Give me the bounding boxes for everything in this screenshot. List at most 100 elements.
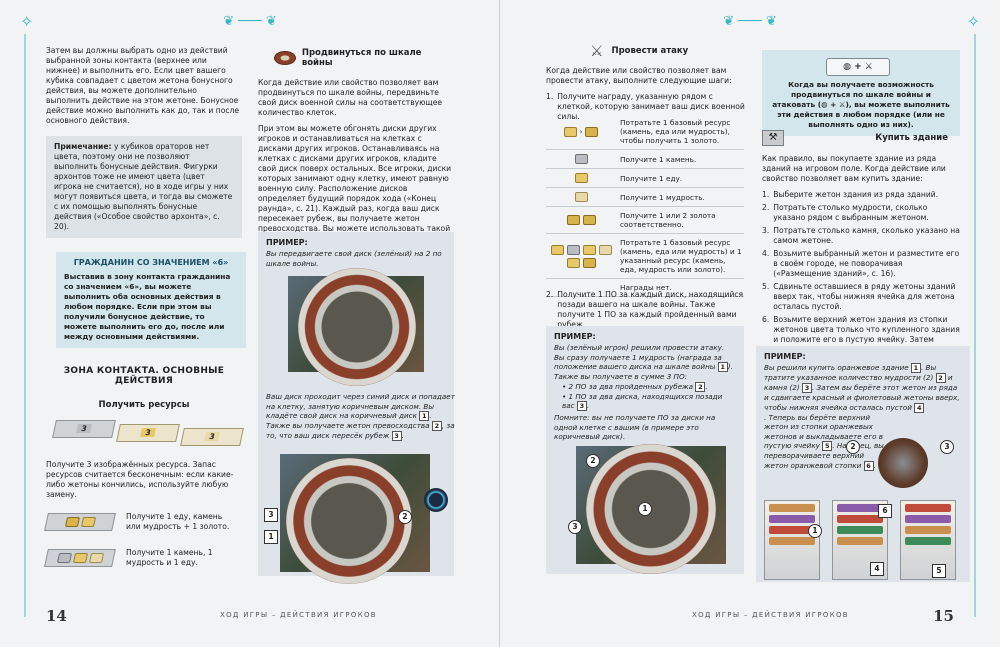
war-disc-icon [274, 51, 296, 65]
marker-1: 1 [264, 530, 278, 544]
rewards-table: ›Потратьте 1 базовый ресурс (камень, еда… [546, 114, 744, 297]
marker-2: 2 [586, 454, 600, 468]
combo-icon: ◍ + ⚔ [826, 58, 890, 76]
attack-title: Провести атаку [611, 46, 689, 56]
superiority-token-icon [424, 488, 448, 512]
intro-text: Затем вы должны выбрать одно из действий… [46, 46, 240, 125]
citizen-box: ГРАЖДАНИН СО ЗНАЧЕНИЕМ «6» Выставив в зо… [56, 252, 246, 348]
gold-icon [64, 517, 80, 527]
reward-row: Потратьте 1 базовый ресурс (камень, еда … [546, 234, 744, 279]
food-icon [574, 173, 588, 183]
build-title: Купить здание [875, 133, 948, 143]
marker-3: 3 [264, 508, 278, 522]
reward-row: Получите 1 камень. [546, 150, 744, 169]
edge-line [24, 34, 26, 617]
build-example-box: ПРИМЕР: Вы решили купить оранжевое здани… [756, 346, 970, 582]
attack-example-bullet-2: • 1 ПО за два диска, находящихся позади … [562, 391, 723, 411]
page-footer: ХОД ИГРЫ – ДЕЙСТВИЯ ИГРОКОВ [692, 611, 849, 619]
get-resources-title: Получить ресурсы [98, 400, 190, 410]
resource-tokens-row: 3 3 3 [52, 420, 244, 446]
build-steps: 1.Выберите жетон здания из ряда зданий. … [762, 190, 960, 364]
left-page: ❦ ─── ❦ ✧ Затем вы должны выбрать одно и… [0, 0, 500, 647]
right-page: ❦ ─── ❦ ✧ ⚔ Провести атаку Когда действи… [500, 0, 1000, 647]
attack-step-1: 1. Получите награду, указанную рядом с к… [546, 92, 745, 121]
option-1-text: Получите 1 еду, камень или мудрость + 1 … [126, 512, 230, 531]
reward-row: Получите 1 или 2 золота соответственно. [546, 207, 744, 234]
war-example-text-2: Ваш диск проходит через синий диск и поп… [266, 392, 455, 441]
left-column: Затем вы должны выбрать одно из действий… [44, 46, 246, 568]
war-title: Продвинуться по шкале войны [301, 48, 422, 68]
zone-title: ЗОНА КОНТАКТА. ОСНОВНЫЕ ДЕЙСТВИЯ [63, 366, 225, 386]
attack-intro: Когда действие или свойство позволяет ва… [546, 66, 732, 85]
stone-icon [574, 154, 588, 164]
marker-4: 4 [870, 562, 884, 576]
option-2-text: Получите 1 камень, 1 мудрость и 1 еду. [126, 548, 213, 567]
food-icon [80, 517, 96, 527]
food-icon [72, 553, 88, 563]
gold-icon [566, 215, 580, 225]
reward-row: ›Потратьте 1 базовый ресурс (камень, еда… [546, 114, 744, 150]
attack-example-text: Вы (зелёный игрок) решили провести атаку… [554, 343, 733, 381]
attack-step-1-text: Получите награду, указанную рядом с клет… [557, 92, 745, 121]
resource-token: 3 [116, 424, 180, 442]
combo-box: ◍ + ⚔ Когда вы получаете возможность про… [762, 50, 960, 136]
stone-icon [56, 553, 72, 563]
war-example-box: ПРИМЕР: Вы передвигаете свой диск (зелён… [258, 232, 455, 584]
marker-5: 5 [932, 564, 946, 578]
option-1-token [44, 513, 116, 531]
page-number: 15 [933, 607, 954, 625]
attack-column: ⚔ Провести атаку Когда действие или свой… [546, 42, 746, 122]
reward-row: Получите 1 еду. [546, 169, 744, 188]
build-example-title: ПРИМЕР: [764, 352, 806, 361]
war-track-board-2 [286, 458, 412, 584]
marker-2: 2 [846, 440, 860, 454]
attack-header: ⚔ Провести атаку [590, 42, 746, 60]
basic-resource-icon [563, 126, 577, 137]
build-example-text-a: Вы решили купить оранжевое здание 1. Вы … [764, 363, 960, 413]
corner-ornament-icon: ✧ [20, 12, 34, 31]
option-2-token [44, 549, 116, 567]
citizen-title: ГРАЖДАНИН СО ЗНАЧЕНИЕМ «6» [73, 258, 229, 267]
edge-line [974, 34, 976, 617]
wisdom-icon [574, 192, 588, 202]
citizen-text: Выставив в зону контакта гражданина со з… [64, 272, 231, 341]
attack-step-2-text: Получите 1 ПО за каждый диск, находящийс… [557, 290, 744, 329]
resources-text: Получите 3 изображённых ресурса. Запас р… [46, 460, 234, 499]
build-example-text-b: . Теперь вы берёте верхний жетон из стоп… [764, 412, 884, 471]
attack-step-2: 2.Получите 1 ПО за каждый диск, находящи… [546, 290, 744, 329]
ornament-icon: ❦ ─── ❦ [723, 14, 777, 29]
ornament-icon: ❦ ─── ❦ [223, 14, 277, 29]
building-zoom-icon [878, 438, 928, 488]
corner-ornament-icon: ✧ [966, 12, 980, 31]
gold-icon [585, 126, 599, 137]
build-intro: Как правило, вы покупаете здание из ряда… [762, 154, 946, 183]
war-text-1: Когда действие или свойство позволяет ва… [258, 78, 443, 117]
marker-1: 1 [808, 524, 822, 538]
building-stack-3 [900, 500, 956, 580]
crossed-swords-icon: ⚔ [590, 42, 604, 60]
build-header: ⚒ Купить здание [762, 130, 960, 146]
attack-example-box: ПРИМЕР: Вы (зелёный игрок) решили провес… [546, 326, 744, 574]
marker-2: 2 [398, 510, 412, 524]
hammer-icon: ⚒ [762, 130, 784, 146]
note-text: у кубиков ораторов нет цвета, поэтому он… [54, 142, 233, 231]
reward-row: Получите 1 мудрость. [546, 188, 744, 207]
marker-6: 6 [878, 504, 892, 518]
marker-1: 1 [638, 502, 652, 516]
page-number: 14 [46, 607, 67, 625]
attack-example-title: ПРИМЕР: [554, 332, 596, 341]
note-label: Примечание: [54, 142, 112, 151]
resource-token: 3 [52, 420, 116, 438]
marker-3: 3 [940, 440, 954, 454]
attack-example-note: Помните: вы не получаете ПО за диски на … [554, 413, 716, 441]
attack-example-bullet-1: • 2 ПО за два пройденных рубежа 2. [562, 381, 708, 392]
wisdom-icon [88, 553, 104, 563]
resource-token: 3 [180, 428, 244, 446]
marker-3: 3 [568, 520, 582, 534]
building-stack-1 [764, 500, 820, 580]
war-example-title: ПРИМЕР: [266, 238, 308, 247]
note-box: Примечание: у кубиков ораторов нет цвета… [46, 136, 242, 238]
war-example-text-1: Вы передвигаете свой диск (зелёный) на 2… [266, 249, 442, 268]
build-column: ⚒ Купить здание Как правило, вы покупает… [762, 130, 960, 368]
war-track-board-1 [298, 268, 416, 386]
